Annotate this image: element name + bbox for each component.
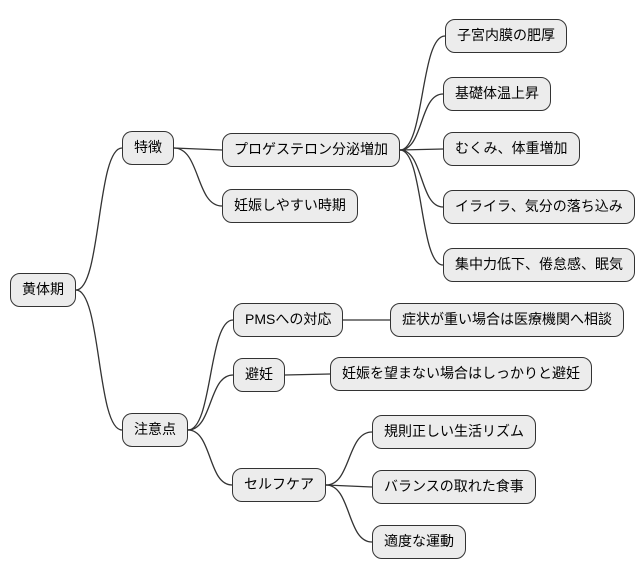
node-f2: 基礎体温上昇	[443, 77, 551, 111]
node-progesterone: プロゲステロン分泌増加	[222, 133, 400, 167]
edge-chuiten-to-pms	[187, 319, 234, 431]
edge-selfcare-to-s3	[325, 484, 373, 543]
node-ninshin: 妊娠しやすい時期	[222, 189, 358, 223]
node-s2: バランスの取れた食事	[372, 470, 536, 504]
edge-tokucho-to-ninshin	[173, 147, 223, 207]
node-pms1: 症状が重い場合は医療機関へ相談	[390, 303, 624, 337]
edge-tokucho-to-progesterone	[173, 147, 223, 151]
edge-hinin-to-hinin1	[284, 373, 331, 376]
node-hinin: 避妊	[233, 358, 285, 392]
node-selfcare: セルフケア	[232, 468, 326, 502]
node-pms: PMSへの対応	[233, 303, 344, 337]
edge-progesterone-to-f2	[399, 93, 444, 151]
edge-root-to-chuiten	[75, 289, 123, 431]
node-s3: 適度な運動	[372, 525, 466, 559]
edge-progesterone-to-f5	[399, 149, 444, 266]
edge-selfcare-to-s2	[325, 484, 373, 488]
node-root: 黄体期	[10, 273, 76, 307]
node-chuiten: 注意点	[122, 413, 188, 447]
edge-root-to-tokucho	[75, 147, 123, 291]
node-s1: 規則正しい生活リズム	[372, 415, 536, 449]
edge-chuiten-to-hinin	[187, 374, 234, 431]
edge-progesterone-to-f4	[399, 149, 444, 208]
node-hinin1: 妊娠を望まない場合はしっかりと避妊	[330, 357, 592, 391]
edge-progesterone-to-f3	[399, 148, 444, 151]
edge-chuiten-to-selfcare	[187, 429, 233, 486]
node-f1: 子宮内膜の肥厚	[445, 19, 567, 53]
node-tokucho: 特徴	[122, 131, 174, 165]
node-f4: イライラ、気分の落ち込み	[443, 190, 635, 224]
node-f3: むくみ、体重増加	[443, 132, 580, 166]
edge-selfcare-to-s1	[325, 431, 373, 486]
edge-progesterone-to-f1	[399, 35, 446, 151]
node-f5: 集中力低下、倦怠感、眠気	[443, 248, 635, 282]
